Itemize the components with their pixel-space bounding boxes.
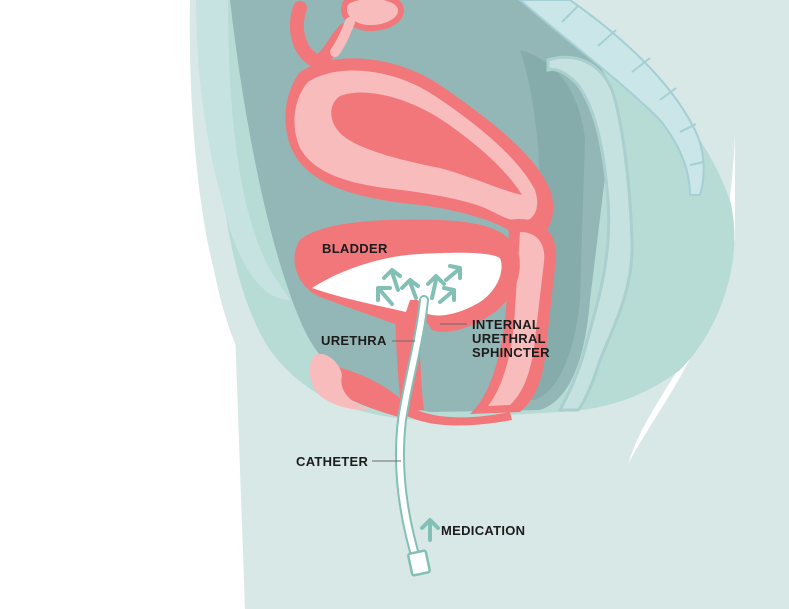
catheter-end [407, 549, 431, 577]
arrow-up-icon [426, 274, 446, 300]
vertebrae [561, 5, 705, 166]
abdominal-wall [196, 0, 290, 300]
label-medication: MEDICATION [441, 523, 525, 538]
urethra-outer [330, 365, 402, 418]
label-catheter: CATHETER [296, 454, 369, 469]
label-bladder: BLADDER [322, 241, 388, 256]
spine [518, 0, 705, 196]
arrow-up-icon [376, 286, 394, 306]
vulva [309, 353, 372, 411]
rectum [546, 55, 634, 412]
medication-arrow-icon [420, 518, 440, 542]
uterine-cavity [331, 92, 522, 195]
label-urethra: URETHRA [321, 333, 387, 348]
label-internal-sphincter-2: URETHRAL [472, 331, 546, 346]
catheter-lumen [396, 297, 427, 568]
ovarian-ligament [330, 17, 355, 57]
vagina-inner [488, 232, 545, 406]
arrow-up-icon [382, 268, 402, 292]
arrow-up-icon [444, 264, 462, 282]
arrow-up-icon [400, 278, 420, 300]
label-internal-sphincter-3: SPHINCTER [472, 345, 550, 360]
medication-flow-arrows [376, 264, 462, 306]
arrow-up-icon [438, 286, 456, 304]
perineum [405, 405, 512, 426]
label-internal-sphincter-1: INTERNAL [472, 317, 540, 332]
